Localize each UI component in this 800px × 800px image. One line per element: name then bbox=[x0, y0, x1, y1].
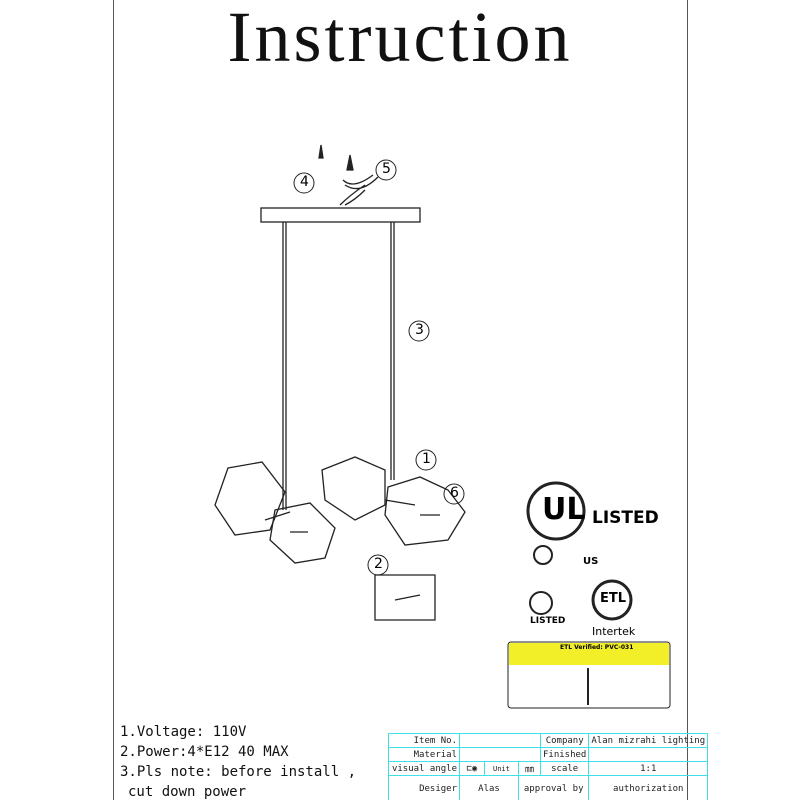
shades bbox=[214, 456, 466, 621]
scale-label: scale bbox=[539, 761, 590, 776]
approval-label: approval by bbox=[518, 775, 590, 800]
company-label: Company bbox=[539, 733, 590, 748]
note-warning-cont: cut down power bbox=[128, 784, 247, 800]
finished-label: Finished bbox=[539, 747, 590, 762]
c-ul-listed-text: LISTED bbox=[530, 616, 566, 626]
visual-angle-label: visual angle bbox=[388, 761, 460, 776]
canopy bbox=[260, 207, 421, 223]
callout-circles bbox=[293, 159, 465, 576]
unit-value: ㎜ bbox=[518, 761, 541, 776]
note-warning: 3.Pls note: before install , bbox=[120, 764, 357, 780]
note-power: 2.Power:4*E12 40 MAX bbox=[120, 744, 289, 760]
callout-5: 5 bbox=[382, 161, 391, 177]
item-no-value bbox=[459, 733, 541, 748]
callout-2: 2 bbox=[374, 556, 383, 572]
etl-mark: ETL bbox=[600, 591, 627, 606]
material-label: Material bbox=[388, 747, 460, 762]
note-voltage: 1.Voltage: 110V bbox=[120, 724, 247, 740]
projection-symbol-icon: ⊏◉ bbox=[459, 761, 485, 776]
callout-6: 6 bbox=[450, 485, 459, 501]
etl-label-title: ETL Verified: PVC-031 bbox=[560, 644, 634, 651]
ul-listed-logo bbox=[507, 481, 671, 709]
ul-mark: UL bbox=[542, 492, 586, 527]
ul-us-text: US bbox=[583, 556, 599, 567]
right-border bbox=[687, 0, 688, 800]
ul-listed-text: LISTED bbox=[592, 508, 659, 528]
callout-1: 1 bbox=[422, 451, 431, 467]
company-value: Alan mizrahi lighting bbox=[588, 733, 709, 748]
authorization-label: authorization bbox=[588, 775, 709, 800]
item-no-label: Item No. bbox=[388, 733, 460, 748]
callout-4: 4 bbox=[300, 174, 309, 190]
title-block-table: Item No. Company Alan mizrahi lighting M… bbox=[388, 733, 709, 800]
callout-3: 3 bbox=[415, 322, 424, 338]
wire-nuts bbox=[318, 144, 379, 206]
intertek-text: Intertek bbox=[592, 625, 636, 638]
unit-label: Unit bbox=[483, 761, 520, 776]
material-value bbox=[459, 747, 541, 762]
designer-label: Desiger bbox=[388, 775, 460, 800]
designer-value: Alas bbox=[458, 775, 520, 800]
left-border bbox=[113, 0, 114, 800]
scale-value: 1:1 bbox=[588, 761, 709, 776]
page-title: Instruction bbox=[227, 0, 573, 77]
finished-value bbox=[588, 747, 709, 762]
